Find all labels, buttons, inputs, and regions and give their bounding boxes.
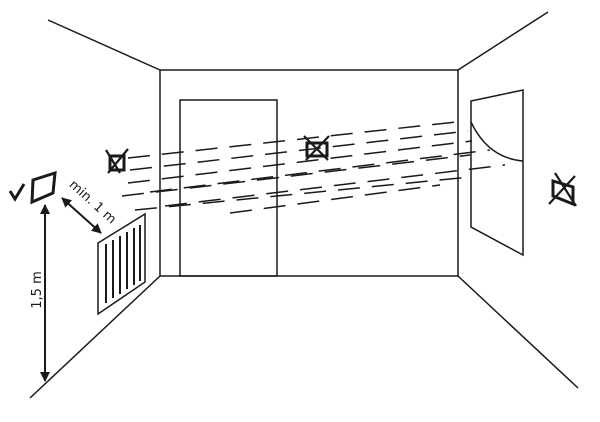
ceiling-edge-left: [47, 19, 161, 71]
distance-label: min. 1 m: [66, 177, 119, 227]
crossed-sensor-icon: [303, 135, 330, 161]
ceiling-edge-right: [457, 11, 549, 71]
door: [179, 99, 278, 277]
crossed-sensor-icon: [548, 172, 577, 207]
sensor-icon: [30, 170, 57, 205]
floor-edge-left: [29, 275, 161, 399]
distance-arrow: [61, 197, 102, 234]
window: [470, 89, 524, 257]
back-wall: [159, 69, 459, 277]
air-draft-lines: [121, 120, 506, 214]
correct-sensor-position: [8, 170, 57, 205]
checkmark-icon: [8, 183, 26, 202]
crossed-sensor-icon: [105, 148, 129, 174]
floor-edge-right: [457, 275, 579, 389]
height-label: 1,5 m: [30, 271, 45, 308]
radiator: [97, 212, 146, 316]
